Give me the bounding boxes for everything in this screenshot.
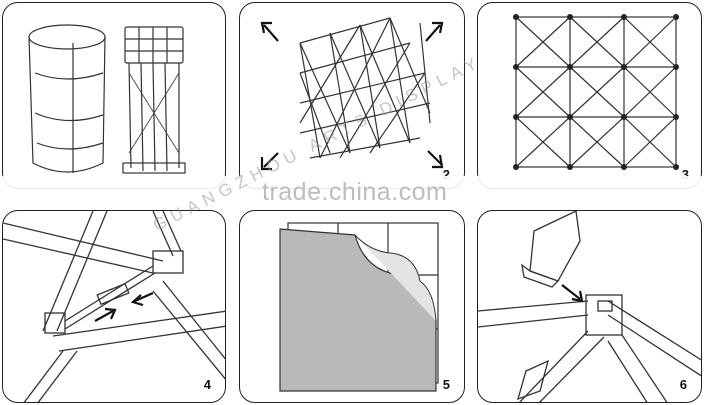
panel-4: 4	[2, 210, 226, 403]
graphic-panel-illustration	[240, 211, 465, 403]
watermark-text: trade.china.com	[262, 178, 447, 207]
bag-and-folded-frame-illustration	[3, 3, 226, 189]
connector-detail-illustration	[3, 211, 226, 403]
panel-number: 4	[204, 377, 211, 392]
panel-5: 5	[239, 210, 465, 403]
bar-insertion-illustration	[478, 211, 702, 403]
panel-number: 5	[443, 377, 450, 392]
expanded-frame-illustration	[478, 3, 702, 189]
panel-number: 6	[680, 377, 687, 392]
panel-1	[2, 2, 226, 189]
panel-6: 6	[477, 210, 702, 403]
panel-3: 3	[477, 2, 702, 189]
